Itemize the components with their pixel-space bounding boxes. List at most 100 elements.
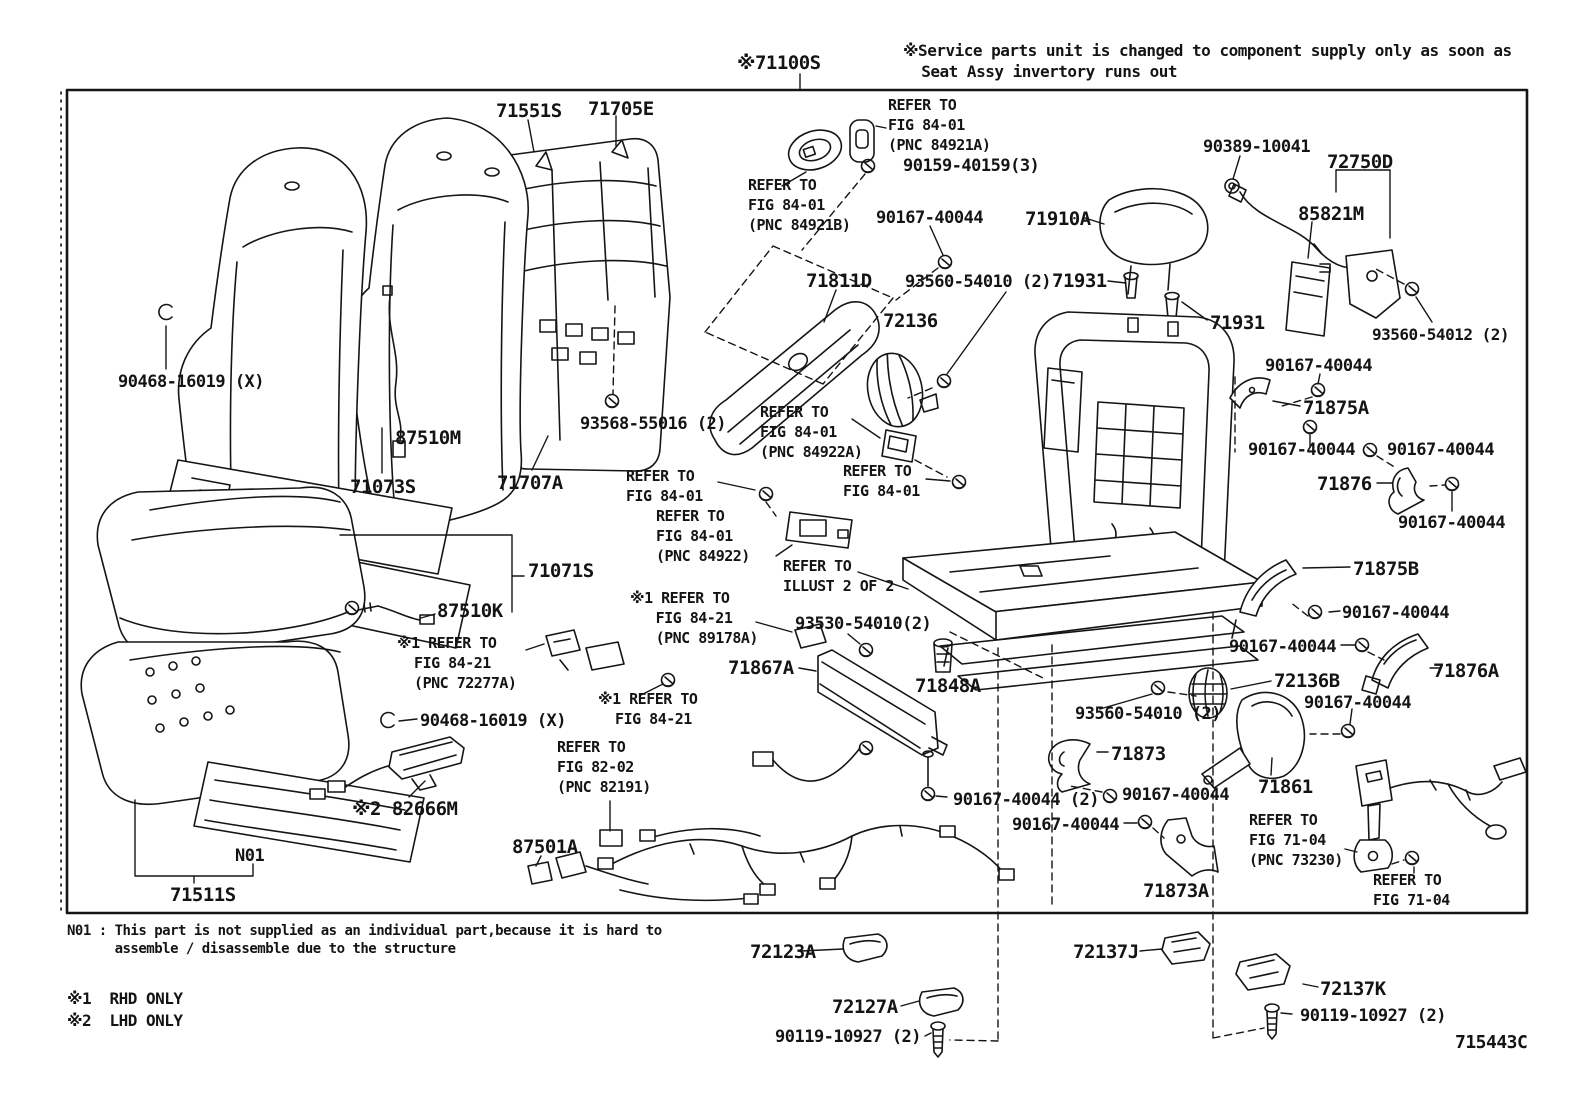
cushion-suspension-mat xyxy=(193,761,425,863)
part-90159-40159: 90159-40159(3) xyxy=(903,156,1040,176)
part-90389-10041: 90389-10041 xyxy=(1203,137,1311,157)
part-71861: 71861 xyxy=(1258,776,1313,798)
bracket-82666M xyxy=(309,736,465,800)
part-71876: 71876 xyxy=(1317,473,1372,495)
hook-71873 xyxy=(1047,739,1091,793)
part-71511S: 71511S xyxy=(170,884,236,906)
buckle-wire-harness xyxy=(1389,757,1527,840)
ref-fig84-01-a: REFER TO FIG 84-01 (PNC 84921A) xyxy=(888,96,991,154)
ref-fig82-02: REFER TO FIG 82-02 (PNC 82191) xyxy=(557,738,651,796)
part-72127A: 72127A xyxy=(832,996,898,1018)
pin-71848A xyxy=(933,638,953,673)
recliner-cover-71811D xyxy=(709,301,880,456)
bolt-icons xyxy=(158,158,1460,1058)
part-90167-40044-k: 90167-40044 xyxy=(1012,815,1120,835)
part-90167-40044-e: 90167-40044 xyxy=(1398,513,1506,533)
ref-fig84-01-d: REFER TO FIG 84-01 (PNC 84922) xyxy=(656,507,750,565)
part-71875B: 71875B xyxy=(1353,558,1419,580)
ref-fig84-21-b: ※1 REFER TO FIG 84-21 (PNC 72277A) xyxy=(397,634,517,692)
switch-part-84922 xyxy=(785,511,853,549)
part-90119-10927-a: 90119-10927 (2) xyxy=(775,1027,922,1047)
leader-lines xyxy=(134,73,1453,1037)
callout-71100S: ※71100S xyxy=(737,52,821,74)
note-rhd: ※1 RHD ONLY xyxy=(67,989,183,1008)
part-90167-40044-g: 90167-40044 xyxy=(1229,637,1337,657)
part-90167-40044-i: 90167-40044 (2) xyxy=(953,790,1100,810)
cover-72127A xyxy=(918,987,964,1017)
grille-72136B xyxy=(1188,667,1228,719)
part-93560-54010-b: 93560-54010 (2) xyxy=(1075,704,1222,724)
ref-fig84-01-c: REFER TO FIG 84-01 xyxy=(626,467,703,505)
connectors-72277A xyxy=(545,629,625,671)
ref-fig71-04-a: REFER TO FIG 71-04 (PNC 73230) xyxy=(1249,811,1343,869)
headrest-71910A xyxy=(1099,187,1209,295)
note-n01: N01 : This part is not supplied as an in… xyxy=(67,923,662,958)
recliner-knob-72136 xyxy=(866,352,939,428)
part-93560-54010-a: 93560-54010 (2) xyxy=(905,272,1052,292)
part-87501A: 87501A xyxy=(512,836,578,858)
ref-fig84-01-f: REFER TO FIG 84-01 xyxy=(843,462,920,500)
part-90167-40044-h: 90167-40044 xyxy=(1304,693,1412,713)
ref-fig71-04-b: REFER TO FIG 71-04 xyxy=(1373,871,1450,909)
part-71071S: 71071S xyxy=(528,560,594,582)
ref-fig84-01-b: REFER TO FIG 84-01 (PNC 84921B) xyxy=(748,176,851,234)
part-72137K: 72137K xyxy=(1320,978,1386,1000)
part-90167-40044-a: 90167-40044 xyxy=(876,208,984,228)
part-71705E: 71705E xyxy=(588,98,654,120)
part-71873A: 71873A xyxy=(1143,880,1209,902)
actuator-85821M xyxy=(1285,261,1331,337)
bracket-71876A xyxy=(1361,633,1429,695)
ref-fig84-21-c: ※1 REFER TO FIG 84-21 xyxy=(598,690,698,728)
part-90167-40044-c: 90167-40044 xyxy=(1248,440,1356,460)
part-71910A: 71910A xyxy=(1025,208,1091,230)
part-71931-b: 71931 xyxy=(1210,312,1265,334)
part-90468-16019-a: 90468-16019 (X) xyxy=(118,372,265,392)
part-87510M: 87510M xyxy=(395,427,461,449)
part-72123A: 72123A xyxy=(750,941,816,963)
bracket-71875A xyxy=(1229,377,1271,409)
part-93568-55016: 93568-55016 (2) xyxy=(580,414,727,434)
part-72137J: 72137J xyxy=(1073,941,1139,963)
part-N01: N01 xyxy=(235,846,265,866)
part-90167-40044-b: 90167-40044 xyxy=(1265,356,1373,376)
diagram-border xyxy=(60,88,1529,915)
ref-illust-2of2: REFER TO ILLUST 2 OF 2 xyxy=(783,557,894,595)
switch-part-84922A xyxy=(881,429,917,463)
connector-87501A xyxy=(527,851,649,885)
drawing-code: 715443C xyxy=(1455,1032,1528,1053)
part-90167-40044-d: 90167-40044 xyxy=(1387,440,1495,460)
part-93530-54010: 93530-54010(2) xyxy=(795,614,932,634)
shield-panel-71867A xyxy=(817,649,948,756)
bolt-head xyxy=(922,750,934,758)
belt-buckle-73230 xyxy=(1353,759,1394,873)
seat-back-heater-87510M xyxy=(382,285,406,458)
part-71848A: 71848A xyxy=(915,675,981,697)
part-87510K: 87510K xyxy=(437,600,503,622)
part-71873: 71873 xyxy=(1111,743,1166,765)
part-72750D: 72750D xyxy=(1327,151,1393,173)
headrest-support-71931-a xyxy=(1123,271,1139,299)
bracket-plate-72750D xyxy=(1345,249,1401,319)
part-85821M: 85821M xyxy=(1298,203,1364,225)
part-90167-40044-f: 90167-40044 xyxy=(1342,603,1450,623)
part-90119-10927-b: 90119-10927 (2) xyxy=(1300,1006,1447,1026)
clip-72137K xyxy=(1235,953,1291,991)
hook-71876 xyxy=(1388,467,1425,515)
part-71811D: 71811D xyxy=(806,270,872,292)
part-90468-16019-b: 90468-16019 (X) xyxy=(420,711,567,731)
part-71876A: 71876A xyxy=(1433,660,1499,682)
clip-72137J xyxy=(1161,931,1211,965)
wire-87510K xyxy=(344,600,435,625)
bracket-71875B xyxy=(1239,559,1297,617)
ref-fig84-21-a: ※1 REFER TO FIG 84-21 (PNC 89178A) xyxy=(630,589,758,647)
bracket-71873A xyxy=(1160,817,1219,877)
ref-fig84-01-e: REFER TO FIG 84-01 (PNC 84922A) xyxy=(760,403,863,461)
note-lhd: ※2 LHD ONLY xyxy=(67,1011,183,1030)
nut-90389-10041 xyxy=(1224,178,1240,194)
part-71551S: 71551S xyxy=(496,100,562,122)
dashed-lines xyxy=(612,173,1446,1042)
seat-base-assembly xyxy=(902,531,1263,691)
